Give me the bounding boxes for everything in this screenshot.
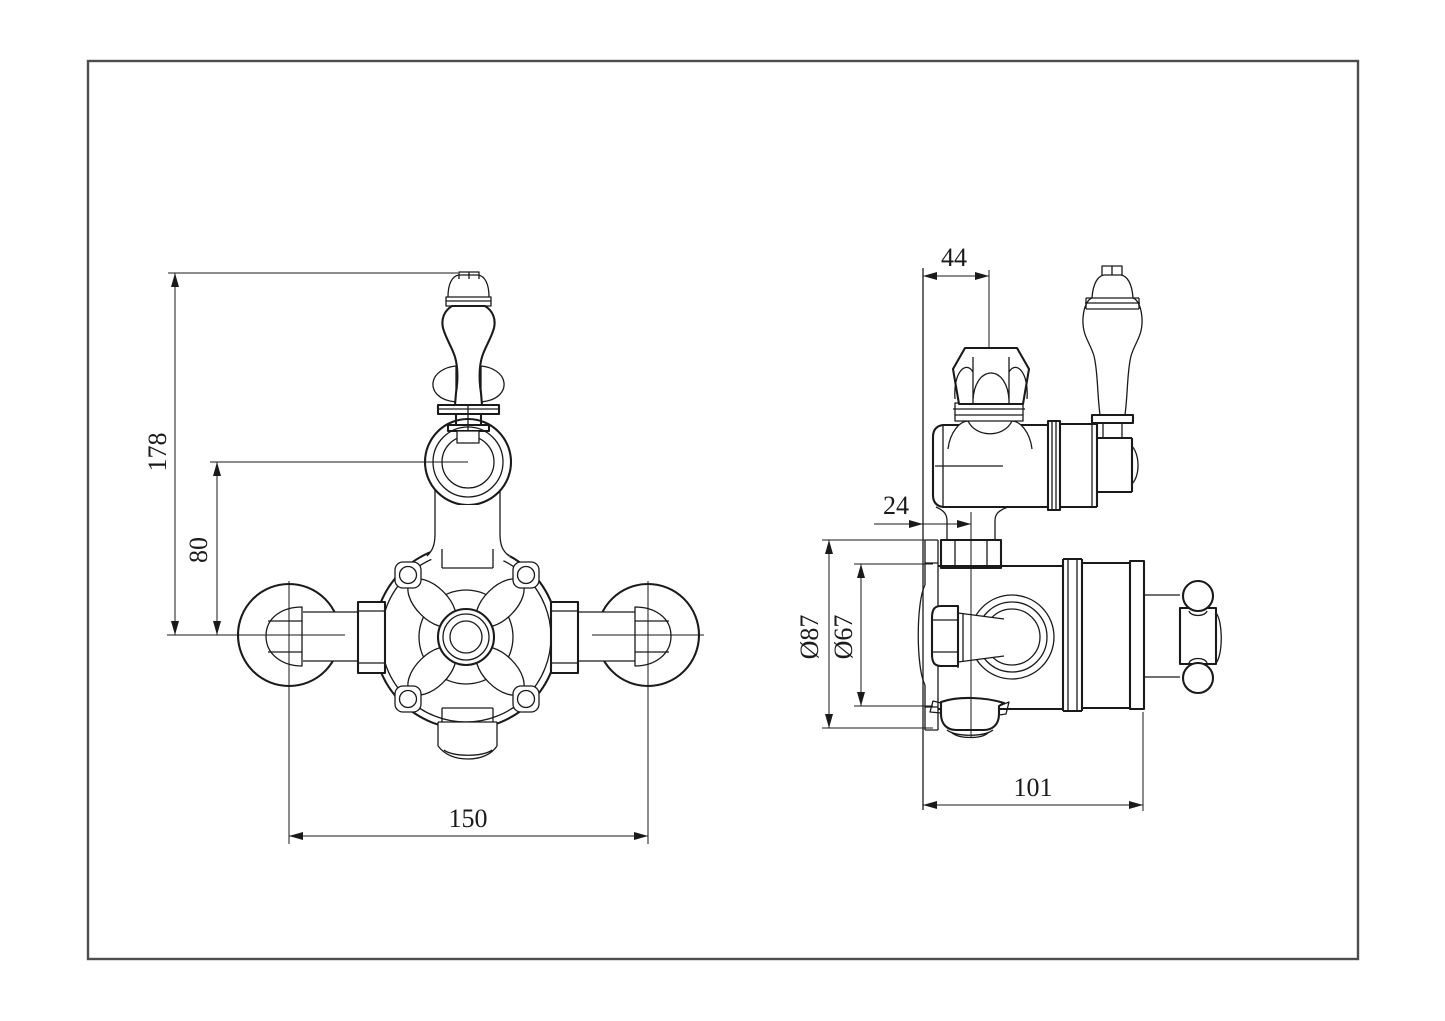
dim-label-dia67: Ø67 bbox=[829, 615, 858, 660]
side-bottom-outlet bbox=[929, 696, 1010, 739]
front-dimensions: 178 80 150 bbox=[143, 272, 704, 844]
front-cross-handle bbox=[407, 578, 525, 696]
dim-label-dia87: Ø87 bbox=[795, 615, 824, 660]
dim-flange-inner-diameter: Ø67 bbox=[829, 563, 933, 707]
dim-label-24: 24 bbox=[883, 491, 909, 520]
side-view: 44 24 Ø87 Ø67 101 bbox=[795, 243, 1222, 811]
side-lower-body bbox=[930, 557, 1146, 713]
dim-label-101: 101 bbox=[1014, 773, 1053, 802]
side-upper-body bbox=[931, 419, 1099, 570]
front-screws bbox=[394, 561, 540, 713]
dim-depth-from-wall: 101 bbox=[923, 712, 1144, 811]
dim-overall-height: 178 bbox=[143, 272, 458, 635]
front-valve-body bbox=[372, 490, 560, 760]
dim-label-178: 178 bbox=[143, 433, 172, 472]
front-view: 178 80 150 bbox=[143, 271, 704, 844]
dim-wall-to-bottom-outlet: 24 bbox=[874, 491, 971, 528]
dim-label-80: 80 bbox=[184, 537, 213, 563]
side-diverter-block bbox=[1097, 436, 1139, 494]
side-dimensions: 44 24 Ø87 Ø67 101 bbox=[795, 243, 1144, 811]
side-lever-handle bbox=[1082, 265, 1143, 494]
front-lever-handle bbox=[432, 271, 505, 433]
dim-wall-to-top-outlet: 44 bbox=[923, 243, 990, 348]
sheet-border bbox=[86, 59, 1360, 961]
side-top-outlet-nut bbox=[951, 346, 1031, 422]
dim-label-44: 44 bbox=[941, 243, 967, 272]
front-right-connection bbox=[549, 582, 701, 688]
dim-connection-centres: 150 bbox=[288, 581, 649, 844]
dim-label-150: 150 bbox=[449, 804, 488, 833]
dim-flange-outer-diameter: Ø87 bbox=[795, 539, 933, 729]
dim-outlet-height: 80 bbox=[184, 461, 468, 635]
side-cross-handle-knobs bbox=[1144, 579, 1222, 695]
